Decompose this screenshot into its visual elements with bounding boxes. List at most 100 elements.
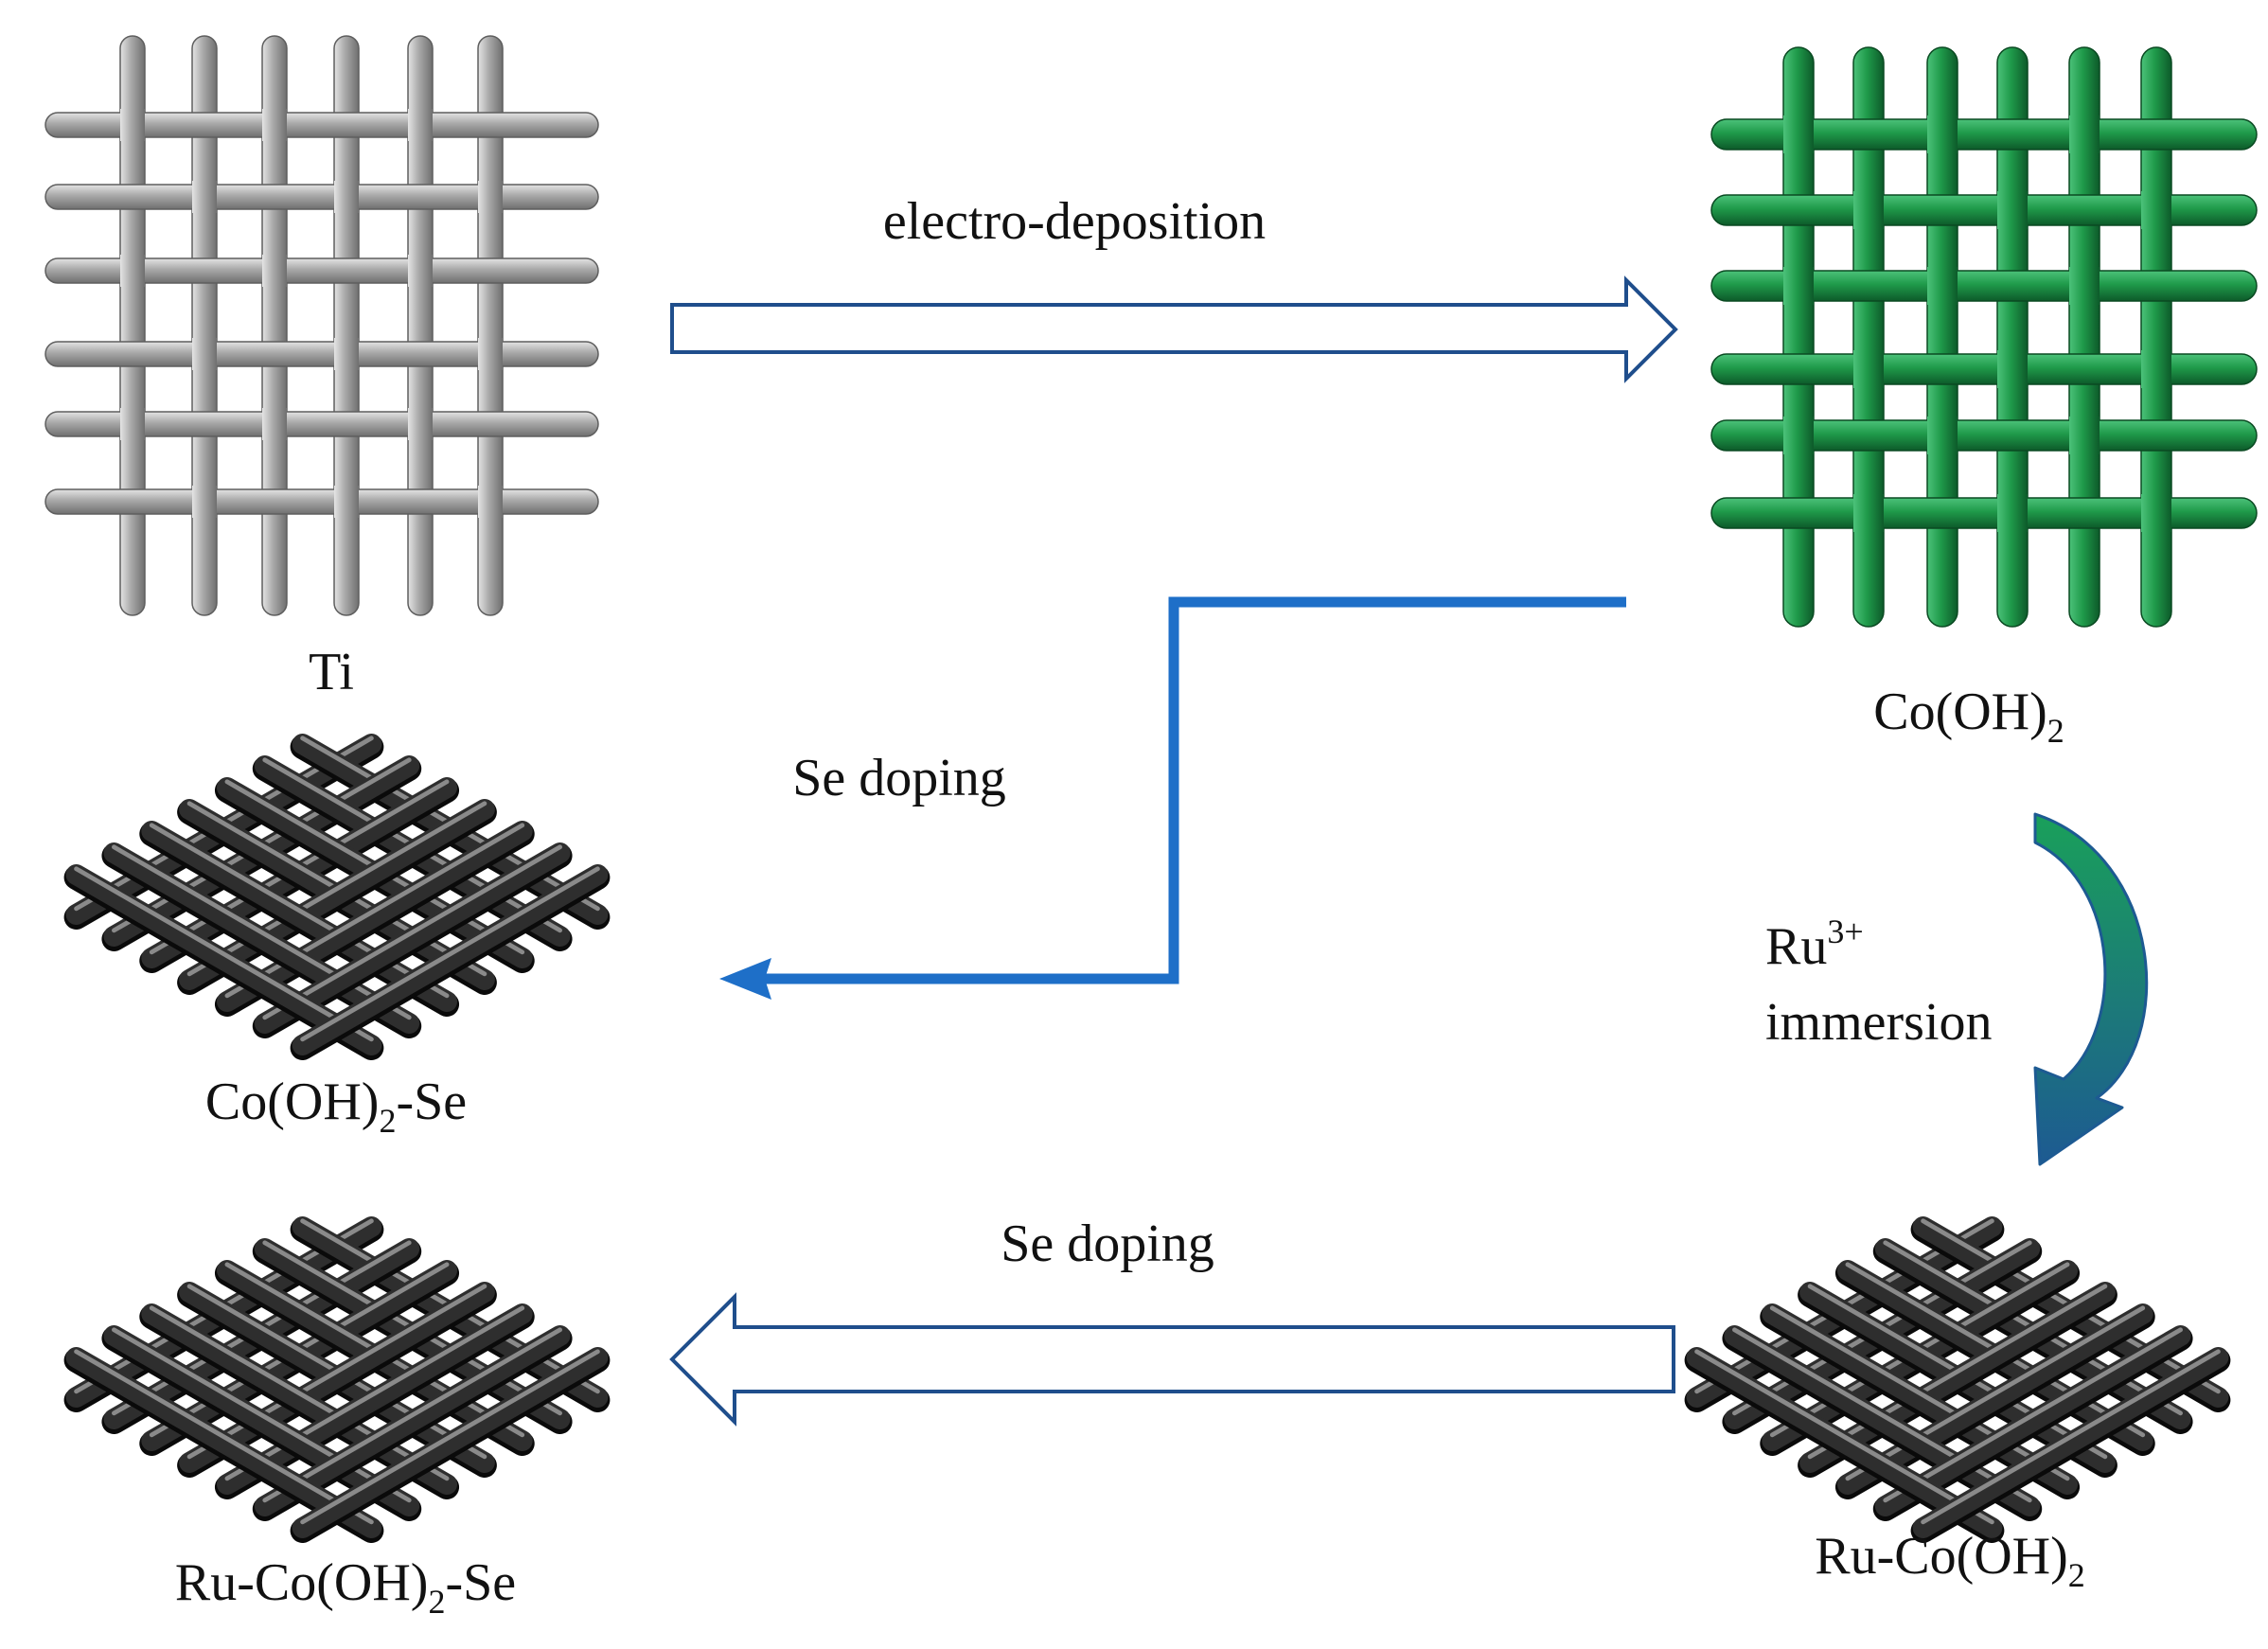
- mesh-crossing: [2069, 267, 2100, 305]
- mesh-crossing: [334, 338, 359, 370]
- co-oh2-mesh-icon: [1710, 46, 2258, 628]
- mesh-wire: [1710, 118, 2258, 151]
- mesh-wire-highlight: [112, 1327, 412, 1503]
- mesh-crossing: [2141, 191, 2171, 229]
- mesh-crossing: [1997, 191, 2028, 229]
- mesh-crossing: [1927, 267, 1958, 305]
- mesh-wire-highlight: [1883, 1327, 2183, 1503]
- ti-mesh-icon: [44, 35, 599, 616]
- mesh-wire: [407, 35, 434, 616]
- ru-co-oh2-se-mesh-icon: [63, 1216, 611, 1543]
- mesh-wire: [1836, 1303, 2153, 1495]
- mesh-crossing: [262, 408, 287, 440]
- mesh-crossing: [120, 255, 145, 287]
- mesh-wire: [1710, 497, 2258, 529]
- mesh-wire: [1686, 1347, 2003, 1538]
- ru-co-oh2-mesh-icon: [1684, 1216, 2231, 1543]
- mesh-crossing: [2141, 350, 2171, 388]
- co-oh2-se-mesh-icon: [63, 734, 611, 1060]
- mesh-wire: [44, 341, 599, 367]
- mesh-wire: [44, 184, 599, 210]
- mesh-wire-highlight: [224, 1305, 525, 1481]
- se-doping-upper-arrow: [762, 596, 1626, 984]
- mesh-wire: [1710, 194, 2258, 226]
- se-doping-lower-label: Se doping: [1001, 1215, 1214, 1273]
- mesh-wire: [44, 488, 599, 515]
- mesh-crossing: [1783, 115, 1814, 153]
- mesh-crossing: [478, 181, 503, 213]
- mesh-wire: [254, 1325, 571, 1516]
- mesh-wire-highlight: [74, 866, 374, 1042]
- mesh-crossing: [1853, 350, 1884, 388]
- mesh-crossing: [1853, 494, 1884, 532]
- mesh-crossing: [1783, 417, 1814, 454]
- mesh-wire-highlight: [149, 823, 450, 999]
- mesh-wire: [44, 257, 599, 284]
- mesh-crossing: [1853, 191, 1884, 229]
- mesh-wire-highlight: [74, 1349, 374, 1525]
- mesh-crossing: [120, 408, 145, 440]
- mesh-wire: [1710, 270, 2258, 302]
- mesh-crossing: [334, 181, 359, 213]
- mesh-crossing: [192, 486, 217, 518]
- mesh-wire: [44, 112, 599, 138]
- co-oh2-label: Co(OH)2: [1873, 683, 2064, 750]
- mesh-wire-highlight: [149, 1305, 450, 1481]
- mesh-wire: [254, 842, 571, 1034]
- co-oh2-se-label: Co(OH)2-Se: [205, 1073, 467, 1140]
- mesh-wire: [141, 821, 458, 1012]
- mesh-crossing: [192, 181, 217, 213]
- mesh-wire: [1912, 1347, 2229, 1538]
- mesh-wire: [44, 411, 599, 437]
- mesh-crossing: [478, 486, 503, 518]
- mesh-crossing: [1927, 417, 1958, 454]
- mesh-wire: [261, 35, 288, 616]
- mesh-wire-highlight: [186, 801, 487, 977]
- mesh-wire-highlight: [1921, 1349, 2221, 1525]
- mesh-wire-highlight: [262, 844, 562, 1020]
- mesh-crossing: [334, 486, 359, 518]
- mesh-wire-highlight: [1845, 1305, 2146, 1481]
- mesh-wire: [216, 821, 533, 1012]
- mesh-crossing: [1783, 267, 1814, 305]
- mesh-wire: [292, 1347, 609, 1538]
- se-doping-upper-label: Se doping: [792, 749, 1006, 807]
- mesh-crossing: [1997, 350, 2028, 388]
- mesh-wire: [1710, 419, 2258, 452]
- mesh-wire-highlight: [300, 866, 600, 1042]
- mesh-wire: [103, 842, 420, 1034]
- mesh-wire: [2068, 46, 2100, 628]
- mesh-crossing: [478, 338, 503, 370]
- se-doping-upper-arrowhead: [719, 958, 771, 1000]
- mesh-crossing: [2069, 417, 2100, 454]
- mesh-crossing: [2141, 494, 2171, 532]
- ti-label: Ti: [309, 643, 354, 701]
- mesh-wire: [1762, 1303, 2079, 1495]
- mesh-wire: [216, 1303, 533, 1495]
- mesh-wire: [179, 799, 495, 990]
- mesh-wire-highlight: [300, 1349, 600, 1525]
- mesh-wire: [65, 864, 382, 1055]
- mesh-wire-highlight: [1769, 1305, 2070, 1481]
- mesh-crossing: [408, 408, 433, 440]
- se-doping-lower-arrow: [669, 1292, 1675, 1427]
- mesh-wire: [1710, 353, 2258, 385]
- mesh-crossing: [262, 109, 287, 141]
- mesh-wire: [1782, 46, 1815, 628]
- mesh-wire: [65, 1347, 382, 1538]
- mesh-crossing: [1997, 494, 2028, 532]
- mesh-wire: [179, 1282, 495, 1473]
- mesh-wire: [103, 1325, 420, 1516]
- mesh-wire-highlight: [224, 823, 525, 999]
- electrodeposition-label: electro-deposition: [883, 192, 1266, 251]
- mesh-wire-highlight: [1732, 1327, 2032, 1503]
- ru-immersion-text-label: immersion: [1765, 993, 1993, 1052]
- mesh-wire-highlight: [112, 844, 412, 1020]
- mesh-wire-highlight: [1694, 1349, 1994, 1525]
- mesh-crossing: [120, 109, 145, 141]
- mesh-crossing: [408, 255, 433, 287]
- mesh-crossing: [1927, 115, 1958, 153]
- mesh-wire-highlight: [262, 1327, 562, 1503]
- ru-immersion-ion-label: Ru3+: [1765, 913, 1864, 976]
